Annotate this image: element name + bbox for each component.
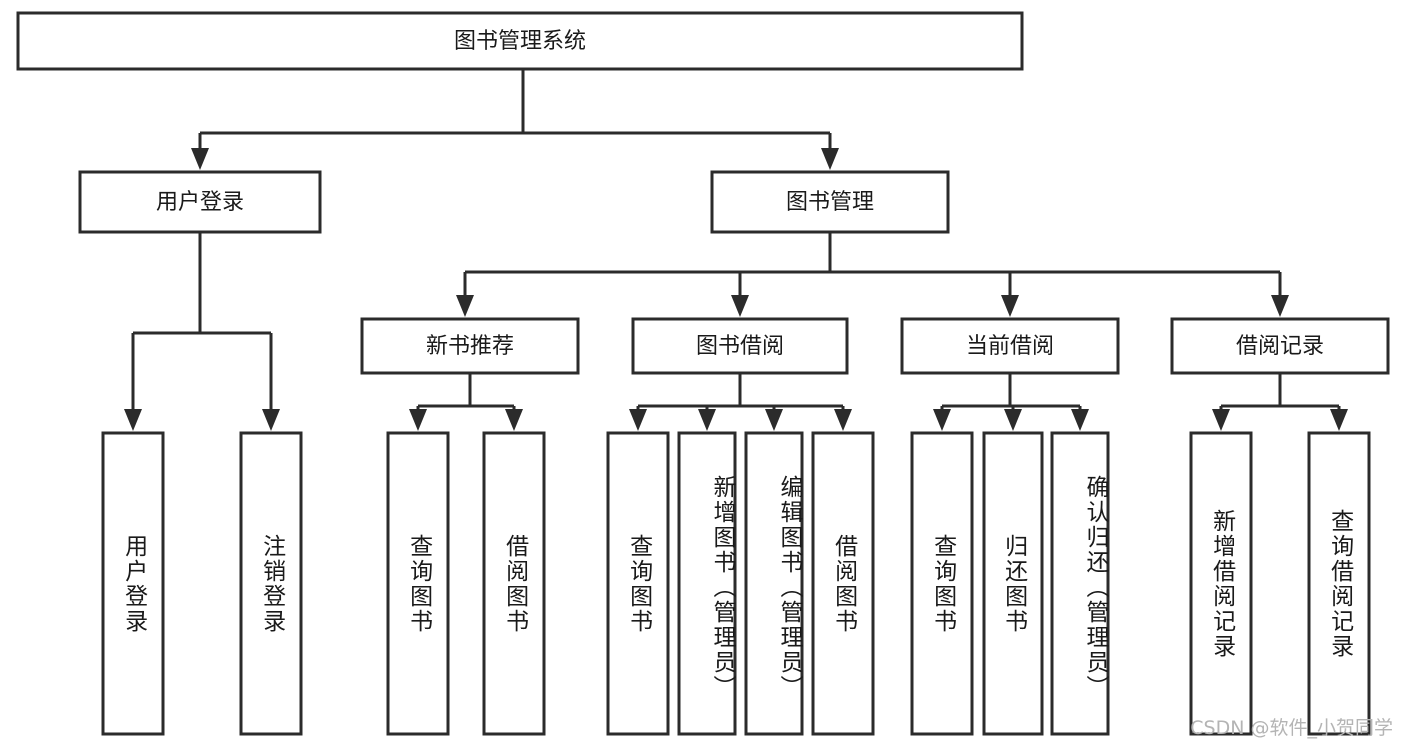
node-box-leaf-query-book-current[interactable] bbox=[910, 431, 974, 736]
node-label-new-book-recommend: 新书推荐 bbox=[426, 334, 514, 359]
node-label-borrow-records: 借阅记录 bbox=[1236, 334, 1324, 359]
node-label-book-management: 图书管理 bbox=[786, 190, 874, 215]
node-box-layer bbox=[16, 11, 1390, 736]
node-box-leaf-confirm-return[interactable] bbox=[1050, 431, 1110, 736]
arrow-head-conn-borrow-a bbox=[629, 409, 647, 431]
arrow-head-conn-borrow-b bbox=[698, 409, 716, 431]
connector-layer bbox=[124, 69, 1348, 431]
node-box-leaf-user-login[interactable] bbox=[101, 431, 165, 736]
node-box-leaf-query-book-borrow[interactable] bbox=[606, 431, 670, 736]
arrow-head-conn-borrow-c bbox=[765, 409, 783, 431]
arrow-head-conn-root-to-books bbox=[821, 148, 839, 170]
node-box-new-book-recommend[interactable] bbox=[360, 317, 580, 375]
arrow-head-conn-books-c2 bbox=[731, 295, 749, 317]
node-box-leaf-add-borrow-record[interactable] bbox=[1189, 431, 1253, 736]
node-box-leaf-add-book[interactable] bbox=[677, 431, 737, 736]
node-box-leaf-borrow-book[interactable] bbox=[811, 431, 875, 736]
arrow-head-conn-current-c bbox=[1071, 409, 1089, 431]
node-box-leaf-return-book[interactable] bbox=[982, 431, 1044, 736]
node-box-borrow-records[interactable] bbox=[1170, 317, 1390, 375]
arrow-head-conn-books-c1 bbox=[456, 295, 474, 317]
node-label-book-borrow: 图书借阅 bbox=[696, 334, 784, 359]
arrow-head-conn-books-c4 bbox=[1271, 295, 1289, 317]
node-box-leaf-query-book-recommend[interactable] bbox=[386, 431, 450, 736]
arrow-head-conn-login-a bbox=[124, 409, 142, 431]
node-box-leaf-user-logout[interactable] bbox=[239, 431, 303, 736]
node-box-current-borrow[interactable] bbox=[900, 317, 1120, 375]
arrow-head-conn-login-b bbox=[262, 409, 280, 431]
node-label-user-login: 用户登录 bbox=[156, 190, 244, 215]
arrow-head-conn-current-a bbox=[933, 409, 951, 431]
arrow-head-conn-borrow-d bbox=[834, 409, 852, 431]
node-box-book-borrow[interactable] bbox=[631, 317, 849, 375]
node-box-user-login[interactable] bbox=[78, 170, 322, 234]
node-box-book-management[interactable] bbox=[710, 170, 950, 234]
arrow-head-conn-current-b bbox=[1004, 409, 1022, 431]
node-box-leaf-query-borrow-record[interactable] bbox=[1307, 431, 1371, 736]
arrow-head-conn-records-b bbox=[1330, 409, 1348, 431]
node-label-current-borrow: 当前借阅 bbox=[966, 334, 1054, 359]
node-box-leaf-edit-book[interactable] bbox=[744, 431, 804, 736]
arrow-head-conn-recommend-a bbox=[409, 409, 427, 431]
arrow-head-conn-records-a bbox=[1212, 409, 1230, 431]
arrow-head-conn-recommend-b bbox=[505, 409, 523, 431]
node-label-root: 图书管理系统 bbox=[454, 29, 586, 54]
node-box-leaf-borrow-book-recommend[interactable] bbox=[482, 431, 546, 736]
arrow-head-conn-books-c3 bbox=[1001, 295, 1019, 317]
arrow-head-conn-root-to-login bbox=[191, 148, 209, 170]
node-box-root[interactable] bbox=[16, 11, 1024, 71]
